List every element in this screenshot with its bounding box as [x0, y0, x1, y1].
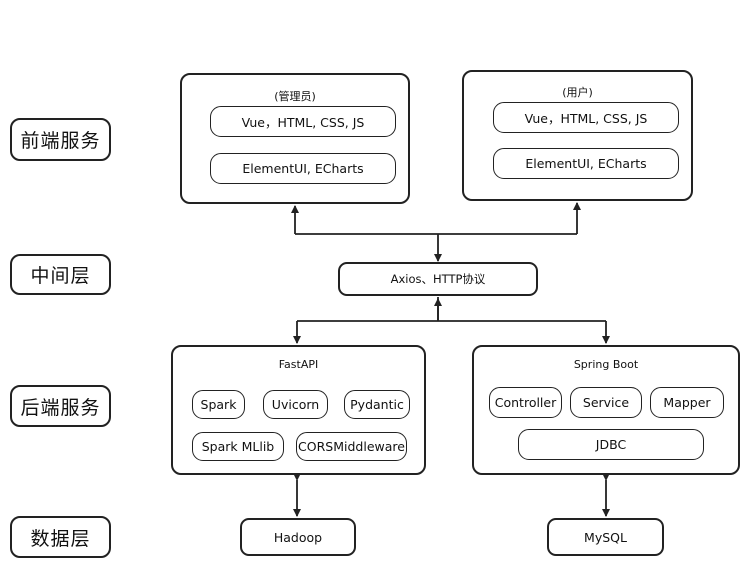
layer-label-middle: 中间层	[10, 254, 111, 295]
user-panel-title: (用户)	[562, 86, 593, 99]
hadoop-node: Hadoop	[240, 518, 356, 556]
spring-tech-pill: Mapper	[650, 387, 724, 418]
fastapi-tech-pill: Pydantic	[344, 390, 410, 419]
spring-tech-pill: Service	[570, 387, 642, 418]
admin-tech-pill: Vue，HTML, CSS, JS	[210, 106, 396, 137]
mysql-node: MySQL	[547, 518, 664, 556]
user-frontend-panel: (用户) Vue，HTML, CSS, JS ElementUI, EChart…	[462, 70, 693, 201]
spring-boot-panel: Spring Boot Controller Service Mapper JD…	[472, 345, 740, 475]
middleware-node: Axios、HTTP协议	[338, 262, 538, 296]
admin-frontend-panel: (管理员) Vue，HTML, CSS, JS ElementUI, EChar…	[180, 73, 410, 204]
spring-tech-pill: Controller	[489, 387, 562, 418]
spring-panel-title: Spring Boot	[573, 358, 639, 371]
fastapi-tech-pill: Spark	[192, 390, 245, 419]
layer-label-backend: 后端服务	[10, 385, 111, 427]
layer-label-data: 数据层	[10, 516, 111, 558]
admin-tech-pill: ElementUI, ECharts	[210, 153, 396, 184]
fastapi-tech-pill: Uvicorn	[263, 390, 328, 419]
fastapi-panel-title: FastAPI	[278, 358, 319, 371]
user-tech-pill: Vue，HTML, CSS, JS	[493, 102, 679, 133]
fastapi-tech-pill: Spark MLlib	[192, 432, 284, 461]
user-tech-pill: ElementUI, ECharts	[493, 148, 679, 179]
layer-label-frontend: 前端服务	[10, 118, 111, 161]
admin-panel-title: (管理员)	[274, 90, 316, 103]
fastapi-panel: FastAPI Spark Uvicorn Pydantic Spark MLl…	[171, 345, 426, 475]
spring-tech-pill: JDBC	[518, 429, 704, 460]
fastapi-tech-pill: CORSMiddleware	[296, 432, 407, 461]
